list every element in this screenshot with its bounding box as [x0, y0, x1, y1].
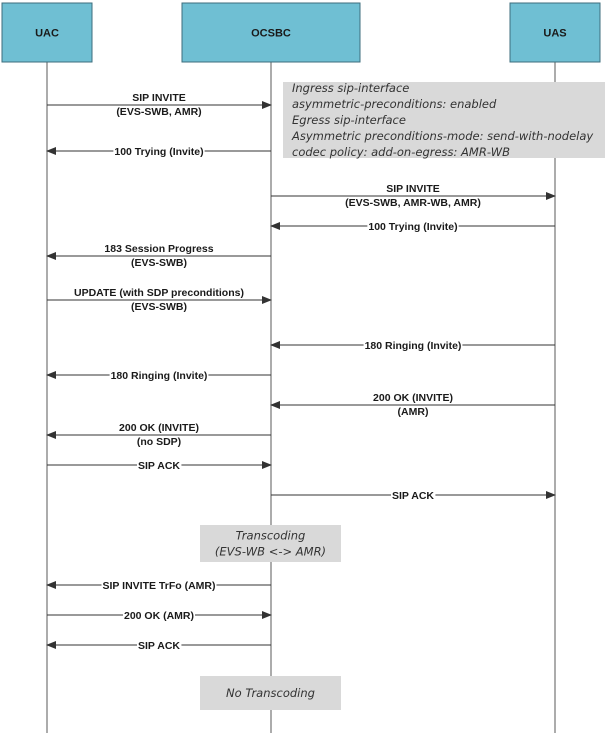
- ocsbc-box: [181, 2, 361, 63]
- uac-box: [1, 2, 93, 63]
- participant-uas: UAS: [509, 2, 601, 63]
- uas-label: UAS: [543, 28, 566, 40]
- message-label: 183 Session Progress: [104, 243, 213, 255]
- note-line: No Transcoding: [226, 686, 315, 700]
- message-label: 180 Ringing (Invite): [111, 370, 208, 382]
- note-line: Transcoding: [236, 529, 306, 543]
- message-label-bg: [136, 460, 182, 472]
- participant-uac: UAC: [1, 2, 93, 63]
- message-label: SIP ACK: [138, 640, 180, 652]
- message-label: 200 OK (AMR): [124, 610, 194, 622]
- note-box: [283, 82, 605, 158]
- note-box: [200, 525, 341, 562]
- message-m5: 183 Session Progress (EVS-SWB): [46, 243, 271, 269]
- note-line: asymmetric-preconditions: enabled: [292, 97, 497, 111]
- note-line: codec policy: add-on-egress: AMR-WB: [292, 145, 510, 159]
- message-label-bg: [135, 436, 183, 448]
- message-m12: SIP ACK: [271, 490, 556, 502]
- message-label: SIP ACK: [138, 460, 180, 472]
- message-label: (AMR): [398, 406, 429, 418]
- message-label-bg: [101, 580, 217, 592]
- message-m13: SIP INVITE TrFo (AMR): [46, 580, 271, 592]
- message-label-bg: [390, 490, 436, 502]
- message-m15: SIP ACK: [46, 640, 271, 652]
- message-label-bg: [115, 106, 203, 118]
- message-label-bg: [130, 257, 188, 269]
- message-m14: 200 OK (AMR): [47, 610, 272, 622]
- message-label-bg: [122, 610, 196, 622]
- uac-label: UAC: [35, 28, 59, 40]
- message-m3: SIP INVITE (EVS-SWB, AMR-WB, AMR): [271, 183, 556, 209]
- message-label-bg: [136, 640, 182, 652]
- message-m10: 200 OK (INVITE) (no SDP): [46, 422, 271, 448]
- message-label: 200 OK (INVITE): [373, 392, 453, 404]
- message-label: 100 Trying (Invite): [368, 221, 457, 233]
- message-label-bg: [344, 197, 482, 209]
- message-label: (EVS-SWB, AMR-WB, AMR): [345, 197, 481, 209]
- message-label: UPDATE (with SDP preconditions): [74, 287, 244, 299]
- message-m1: SIP INVITE (EVS-SWB, AMR): [47, 92, 272, 118]
- message-label: (EVS-SWB): [131, 301, 187, 313]
- message-label-bg: [363, 340, 463, 352]
- message-m4: 100 Trying (Invite): [270, 221, 555, 233]
- note-n1: Ingress sip-interface asymmetric-precondi…: [283, 81, 605, 159]
- message-label-bg: [118, 422, 200, 434]
- message-label-bg: [396, 406, 430, 418]
- message-m6: UPDATE (with SDP preconditions) (EVS-SWB): [47, 287, 272, 313]
- note-n2: Transcoding (EVS-WB <-> AMR): [200, 525, 341, 562]
- message-label-bg: [73, 287, 245, 299]
- note-line: Egress sip-interface: [292, 113, 406, 127]
- message-label: 200 OK (INVITE): [119, 422, 199, 434]
- message-label-bg: [131, 92, 187, 104]
- message-label: SIP INVITE: [132, 92, 186, 104]
- note-line: Asymmetric preconditions-mode: send-with…: [291, 129, 593, 143]
- note-line: Ingress sip-interface: [292, 81, 409, 95]
- message-label: (EVS-SWB): [131, 257, 187, 269]
- note-n3: No Transcoding: [200, 676, 341, 710]
- message-label-bg: [372, 392, 454, 404]
- message-label: 180 Ringing (Invite): [365, 340, 462, 352]
- note-line: (EVS-WB <-> AMR): [215, 545, 326, 559]
- message-label: SIP INVITE: [386, 183, 440, 195]
- message-label: SIP INVITE TrFo (AMR): [103, 580, 216, 592]
- participant-ocsbc: OCSBC: [181, 2, 361, 63]
- message-label: 100 Trying (Invite): [114, 146, 203, 158]
- message-label-bg: [130, 301, 188, 313]
- message-m9: 200 OK (INVITE) (AMR): [270, 392, 555, 418]
- message-m2: 100 Trying (Invite): [46, 146, 271, 158]
- message-label: SIP ACK: [392, 490, 434, 502]
- uas-box: [509, 2, 601, 63]
- message-label-bg: [103, 243, 215, 255]
- message-m11: SIP ACK: [47, 460, 272, 472]
- message-label-bg: [367, 221, 459, 233]
- note-box: [200, 676, 341, 710]
- message-label: (no SDP): [137, 436, 181, 448]
- message-m7: 180 Ringing (Invite): [270, 340, 555, 352]
- message-label: (EVS-SWB, AMR): [116, 106, 201, 118]
- message-label-bg: [113, 146, 205, 158]
- message-label-bg: [109, 370, 209, 382]
- message-label-bg: [385, 183, 441, 195]
- message-m8: 180 Ringing (Invite): [46, 370, 271, 382]
- ocsbc-label: OCSBC: [251, 28, 291, 40]
